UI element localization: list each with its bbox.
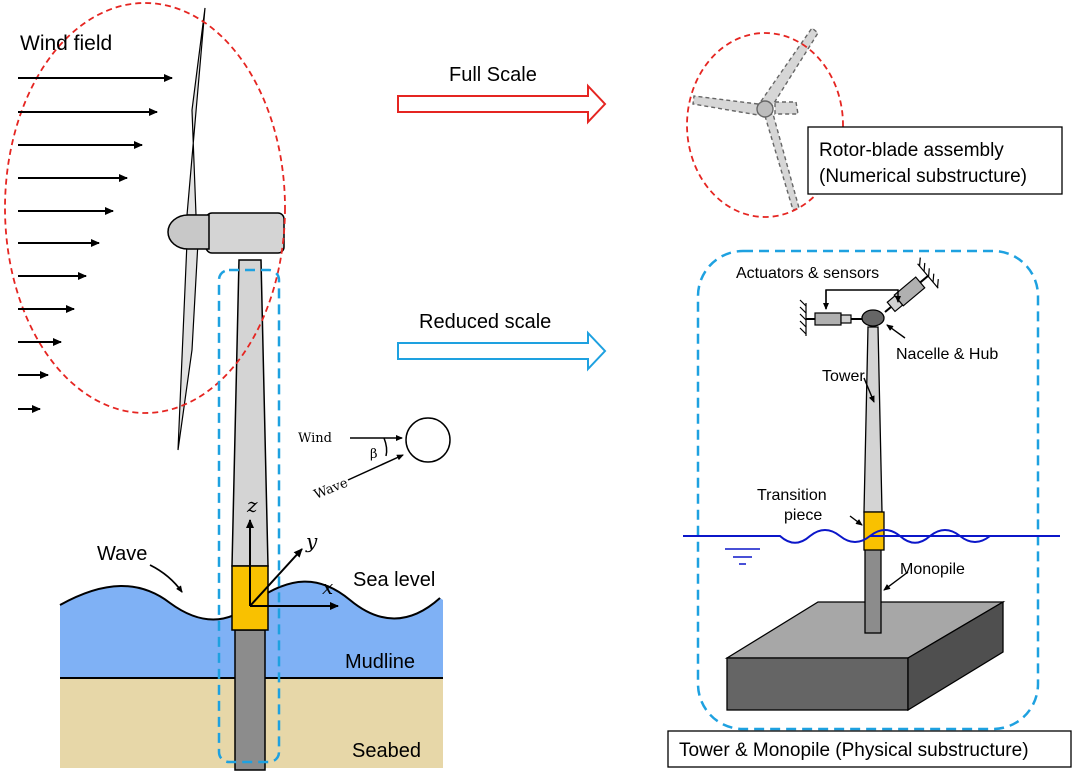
monopile-label: Monopile xyxy=(900,561,965,578)
lower-blade xyxy=(177,241,199,451)
wave-pointer-arrow xyxy=(149,564,183,593)
rotor-blade-down xyxy=(764,113,800,211)
wind-field-label: Wind field xyxy=(20,32,112,55)
rotor-box-line1: Rotor-blade assembly xyxy=(819,140,1004,161)
transition-arrow xyxy=(849,515,863,526)
actuators-bracket xyxy=(825,289,901,309)
tower-arrow xyxy=(863,377,875,403)
beta-angle-arc xyxy=(383,437,388,457)
tower-monopile-box xyxy=(667,730,1072,768)
wave-label: Wave xyxy=(97,543,147,565)
reduced-scale-label: Reduced scale xyxy=(419,311,551,333)
foundation-front xyxy=(726,657,909,711)
seabed-label: Seabed xyxy=(352,740,421,762)
horizontal-actuator xyxy=(799,299,862,336)
rotor-blade-left xyxy=(692,95,759,116)
sea-level-label: Sea level xyxy=(353,569,435,591)
inset-wave-arrow xyxy=(347,454,404,481)
axis-z-label: z xyxy=(246,493,258,517)
transition-label-line2: piece xyxy=(784,507,822,524)
wind-field-arrows xyxy=(18,74,173,413)
axis-x-label: x xyxy=(322,575,333,599)
axis-y-label: y xyxy=(305,529,318,553)
full-scale-label: Full Scale xyxy=(449,64,537,86)
physical-region-outline xyxy=(696,249,1040,731)
rotor-assembly-region xyxy=(686,32,844,218)
rotor-blade-right xyxy=(774,101,799,115)
monopile xyxy=(234,629,266,771)
nacelle-arrow xyxy=(886,324,906,339)
diagonal-actuator xyxy=(884,257,939,313)
foundation-side xyxy=(907,600,1004,712)
tower-region-outline xyxy=(217,268,281,764)
callout-arrows xyxy=(823,289,909,591)
rotor-box-line2: (Numerical substructure) xyxy=(819,166,1027,187)
model-nacelle-hub xyxy=(861,309,885,327)
model-water-line xyxy=(683,529,1060,544)
transition-piece xyxy=(231,565,269,631)
rotor-region-outline xyxy=(4,2,286,414)
rotor-assembly-box xyxy=(807,126,1063,195)
nacelle-hub-label: Nacelle & Hub xyxy=(896,346,998,363)
coordinate-axes xyxy=(246,519,339,610)
rotor-hub xyxy=(756,100,774,118)
wind-wave-inset xyxy=(347,417,451,481)
hub xyxy=(167,214,210,250)
reduced-scale-arrow xyxy=(397,330,607,372)
y-axis-arrow xyxy=(249,548,303,607)
model-tower xyxy=(863,326,883,513)
inset-beta-label: β xyxy=(370,447,378,462)
transition-label-line1: Transition xyxy=(757,487,827,504)
inset-wave-label: Wave xyxy=(312,476,350,503)
inset-wind-label: Wind xyxy=(298,431,332,446)
mudline-label: Mudline xyxy=(345,651,415,673)
actuators-label: Actuators & sensors xyxy=(736,265,879,282)
turbine-plan-circle xyxy=(405,417,451,463)
nacelle xyxy=(205,212,285,254)
model-monopile xyxy=(864,547,882,634)
upper-blade xyxy=(186,7,206,216)
tower-monopile-box-label: Tower & Monopile (Physical substructure) xyxy=(679,740,1029,761)
tower-label: Tower xyxy=(822,368,865,385)
rotor-assembly xyxy=(692,26,819,211)
monopile-arrow xyxy=(883,571,909,591)
full-scale-arrow xyxy=(397,83,607,125)
rotor-blade-up xyxy=(755,26,819,112)
